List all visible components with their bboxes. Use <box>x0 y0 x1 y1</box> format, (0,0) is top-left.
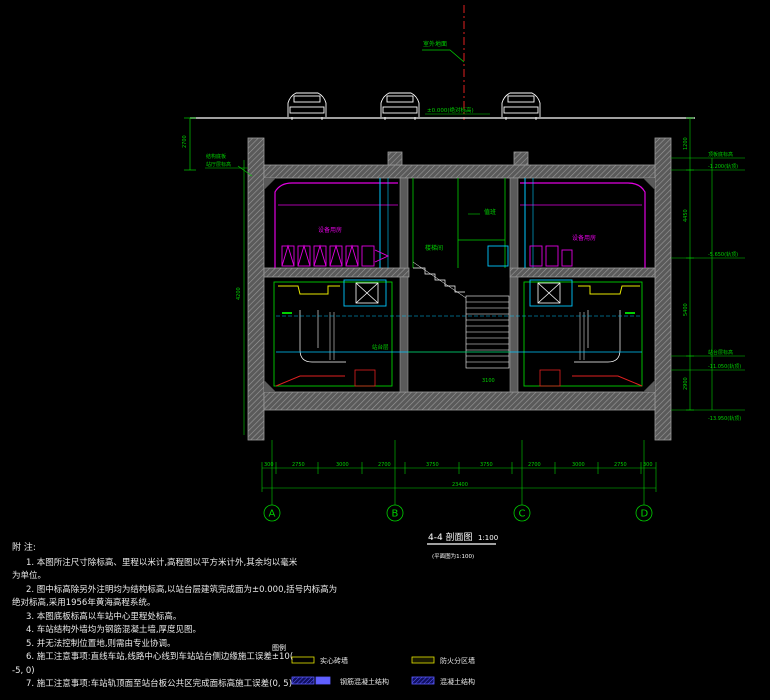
elev-left-1: 结构底板 <box>206 153 226 160</box>
note-item: 绝对标高,采用1956年黄海高程系统。 <box>12 598 156 608</box>
car-icon <box>287 92 327 120</box>
legend-swatch-fire <box>411 656 435 664</box>
legend-swatch-rc <box>291 676 315 685</box>
notes-heading: 附 注: <box>12 543 36 553</box>
legend-label-concrete: 混凝土结构 <box>440 677 475 686</box>
note-item: 4. 车站结构外墙均为钢筋混凝土墙,厚度见图。 <box>26 625 202 635</box>
room-label-stair: 楼梯间 <box>425 244 443 252</box>
ground-leader <box>422 49 465 63</box>
left-elevations: 2700 结构底板 站厅层标高 4200 <box>182 117 253 435</box>
svg-text:2750: 2750 <box>292 462 305 468</box>
ground-label: 室外地面 <box>423 40 447 48</box>
upper-level: 设备用房 楼梯间 值班 设备用房 <box>274 178 646 369</box>
notes-block: 附 注: 1. 本图所注尺寸除标高、里程以米计,高程图以平方米计外,其余均以毫米… <box>12 542 338 692</box>
section-scale: 1:100 <box>478 534 498 542</box>
note-item: 1. 本图所注尺寸除标高、里程以米计,高程图以平方米计外,其余均以毫米 <box>26 557 298 568</box>
elev-lower-1: 站台层标高 <box>708 349 733 356</box>
axis-d: D <box>641 509 649 520</box>
legend-swatch-brick <box>291 656 315 664</box>
note-item: 5. 并无法控制位置地,则需由专业协调。 <box>26 638 176 649</box>
svg-text:2750: 2750 <box>614 462 627 468</box>
room-label-office: 值班 <box>484 208 496 216</box>
axis-bubbles: A B C D <box>263 504 653 522</box>
elev-lower-2: -11.050(轨顶) <box>708 363 741 370</box>
elev-left-2: 站厅层标高 <box>206 161 231 168</box>
svg-text:1200: 1200 <box>683 137 689 150</box>
axis-a: A <box>269 509 276 520</box>
svg-text:2700: 2700 <box>378 462 391 468</box>
elev-top-1: 顶板底标高 <box>708 151 733 158</box>
svg-text:3750: 3750 <box>480 462 493 468</box>
svg-text:3000: 3000 <box>572 462 585 468</box>
svg-text:2700: 2700 <box>182 135 188 148</box>
svg-text:3750: 3750 <box>426 462 439 468</box>
station-structure <box>247 137 672 441</box>
note-item: 2. 图中标高除另外注明均为结构标高,以站台层建筑完成面为±0.000,括号内标… <box>26 584 338 595</box>
svg-text:4450: 4450 <box>683 209 689 222</box>
axis-c: C <box>519 509 526 520</box>
note-item: 为单位。 <box>12 571 47 581</box>
legend-label-fire: 防火分区墙 <box>440 656 475 665</box>
legend: 图例 实心砖墙 防火分区墙 钢筋混凝土结构 混凝土结构 <box>272 643 475 686</box>
elev-top-2: -1.200(轨顶) <box>708 163 738 170</box>
car-icon <box>380 92 420 120</box>
legend-label-brick: 实心砖墙 <box>320 656 348 665</box>
room-label-equip-left: 设备用房 <box>318 226 342 234</box>
elev-bottom: -13.950(轨顶) <box>708 415 741 422</box>
axis-b: B <box>392 509 399 520</box>
note-item: 6. 施工注意事项:直线车站,线路中心线到车站站台侧边缘施工误差±10( <box>26 652 294 662</box>
svg-text:300: 300 <box>264 462 274 468</box>
legend-swatch-concrete <box>411 676 435 685</box>
dimension-labels: 300 2750 3000 2700 3750 3750 2700 3000 2… <box>264 462 653 488</box>
note-item: 7. 施工注意事项:车站轨顶面至站台板公共区完成面标高施工误差(0, 5) <box>26 679 293 689</box>
svg-text:23400: 23400 <box>452 482 468 488</box>
room-label-equip-right: 设备用房 <box>572 234 596 242</box>
svg-text:2700: 2700 <box>528 462 541 468</box>
svg-text:300: 300 <box>643 462 653 468</box>
right-elevations: 顶板底标高 -1.200(轨顶) -5.650(轨顶) 站台层标高 -11.05… <box>671 117 745 422</box>
room-label-platform: 站台层 <box>372 343 389 351</box>
svg-text:2900: 2900 <box>683 377 689 390</box>
svg-text:3000: 3000 <box>336 462 349 468</box>
elev-mid: -5.650(轨顶) <box>708 251 738 258</box>
note-item: -5, 0) <box>12 665 35 676</box>
dimension-row <box>261 462 657 492</box>
svg-text:4200: 4200 <box>236 287 242 300</box>
legend-label-rc: 钢筋混凝土结构 <box>340 677 389 686</box>
section-subtitle: (平面图为1:100) <box>432 552 474 560</box>
axis-lines <box>271 440 645 505</box>
lower-level: 站台层 3100 <box>273 279 643 387</box>
elev-ground: ±0.000(绝对标高) <box>427 106 474 114</box>
legend-heading: 图例 <box>272 643 286 652</box>
platform-dim: 3100 <box>482 378 495 384</box>
section-title: 4-4 剖面图 <box>428 531 473 543</box>
car-icon <box>501 92 541 120</box>
svg-text:5400: 5400 <box>683 303 689 316</box>
note-item: 3. 本图底板标高以车站中心里程处标高。 <box>26 611 182 622</box>
section-title-block: 4-4 剖面图 1:100 (平面图为1:100) <box>427 531 498 560</box>
